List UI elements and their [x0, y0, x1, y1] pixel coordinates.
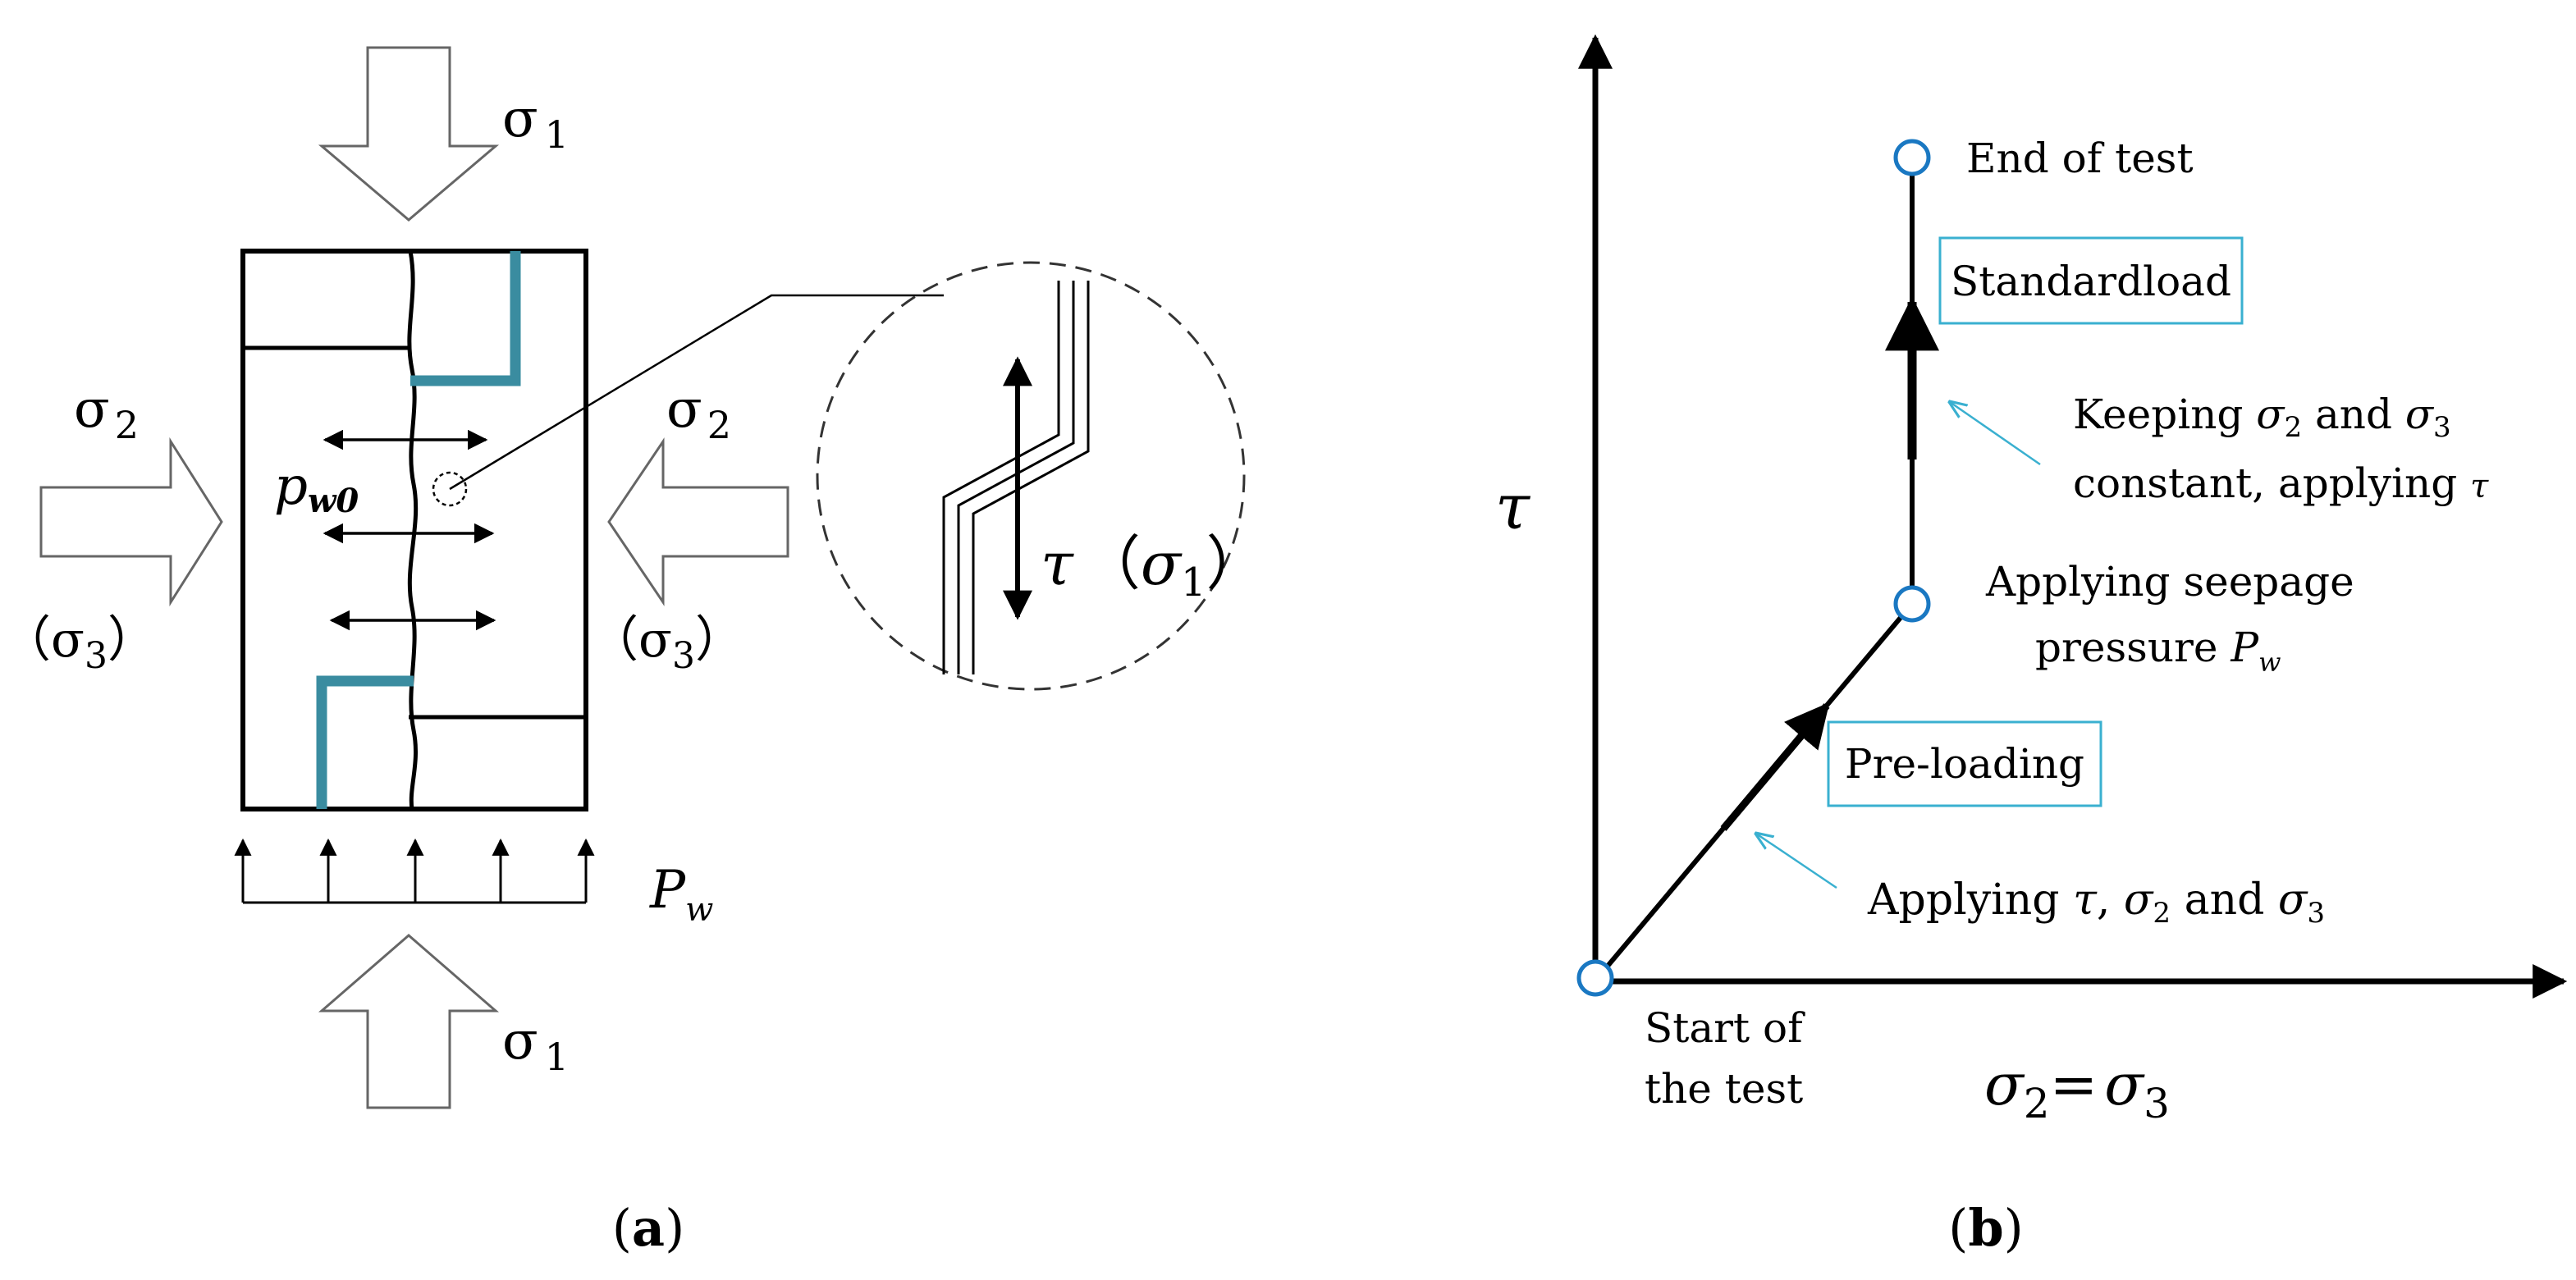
applying-callout-arrow: [1756, 834, 1837, 889]
preload-box: [1827, 720, 2102, 807]
pw0-label: pw0: [274, 456, 359, 520]
sigma1-top-arrow: [318, 46, 500, 222]
detail-leader: [449, 294, 944, 491]
sigma2-left-arrow: [39, 437, 223, 607]
start-marker: [1576, 959, 1614, 997]
preload-arrow: [1720, 702, 1830, 831]
caption-a: (a): [612, 1198, 685, 1258]
seepage-line-2: pressure Pw: [2035, 624, 2281, 678]
shear-label: τ（σ1）: [1041, 529, 1265, 606]
detail-spot: [432, 471, 468, 507]
y-axis-label: τ: [1495, 470, 1531, 543]
seepage-marker: [1893, 585, 1931, 623]
panel-b: Standardload Pre-loading End of test Kee…: [1495, 34, 2568, 1258]
start-label-2: the test: [1645, 1065, 1803, 1113]
seepage-line-1: Applying seepage: [1985, 558, 2354, 606]
keeping-callout-arrow: [1950, 402, 2041, 466]
flow-path-top: [410, 251, 521, 386]
standard-load-box: [1938, 236, 2244, 325]
keeping-line-1: Keeping σ2 and σ3: [2073, 391, 2451, 444]
sigma3-left-label: （σ3）: [2, 611, 157, 677]
sigma3-right-label: （σ3）: [589, 611, 744, 677]
end-marker: [1893, 139, 1931, 176]
magnified-fracture-wall-3: [972, 281, 1090, 674]
applying-label: Applying τ, σ2 and σ3: [1867, 875, 2325, 930]
sigma1-bottom-arrow: [318, 934, 500, 1109]
flow-path-bottom: [316, 675, 414, 809]
keeping-line-2: constant, applying τ: [2073, 459, 2489, 507]
x-axis-label: σ2=σ3: [1984, 1051, 2170, 1127]
magnified-view: [816, 261, 1246, 691]
end-label: End of test: [1966, 135, 2194, 182]
caption-b: (b): [1948, 1198, 2024, 1258]
magnified-fracture-wall-1: [942, 281, 1060, 674]
pw-label: Pw: [649, 860, 713, 929]
start-label-1: Start of: [1645, 1004, 1805, 1052]
preload-text: Pre-loading: [1845, 740, 2084, 788]
standard-load-text: Standardload: [1951, 258, 2231, 305]
sigma2-right-arrow: [607, 437, 789, 606]
